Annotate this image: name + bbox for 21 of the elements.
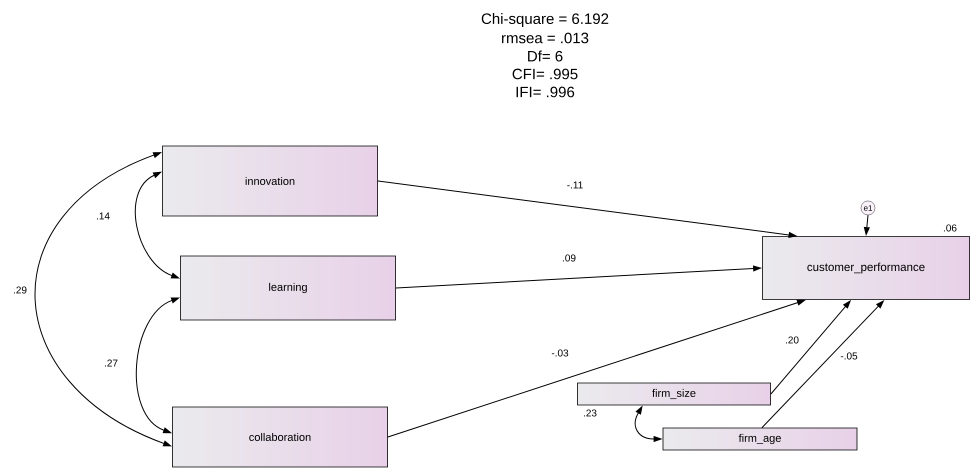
variable-box: collaboration bbox=[172, 406, 388, 468]
edge-label: -.11 bbox=[566, 180, 584, 190]
edge-label: -.05 bbox=[839, 351, 859, 361]
edge-label: .20 bbox=[784, 335, 800, 345]
fit-statistic: rmsea = .013 bbox=[502, 32, 588, 44]
r-squared-value: .06 bbox=[944, 224, 957, 232]
variable-box: firm_size bbox=[577, 382, 771, 406]
edge-label: .14 bbox=[95, 212, 111, 220]
edge-label: -.03 bbox=[550, 348, 570, 358]
edge-label: .09 bbox=[561, 253, 577, 263]
edge-label: .27 bbox=[103, 358, 119, 368]
variable-box: customer_performance bbox=[762, 236, 970, 300]
fit-statistic: CFI= .995 bbox=[512, 68, 578, 80]
variable-box: firm_age bbox=[662, 428, 858, 450]
fit-statistic: Df= 6 bbox=[528, 50, 562, 62]
variable-box: learning bbox=[180, 256, 396, 320]
fit-statistic: Chi-square = 6.192 bbox=[482, 13, 608, 27]
edge-label: .23 bbox=[582, 408, 598, 418]
variable-box: innovation bbox=[162, 146, 378, 216]
edge-label: .29 bbox=[12, 285, 28, 295]
fit-statistic: IFI= .996 bbox=[516, 86, 574, 98]
